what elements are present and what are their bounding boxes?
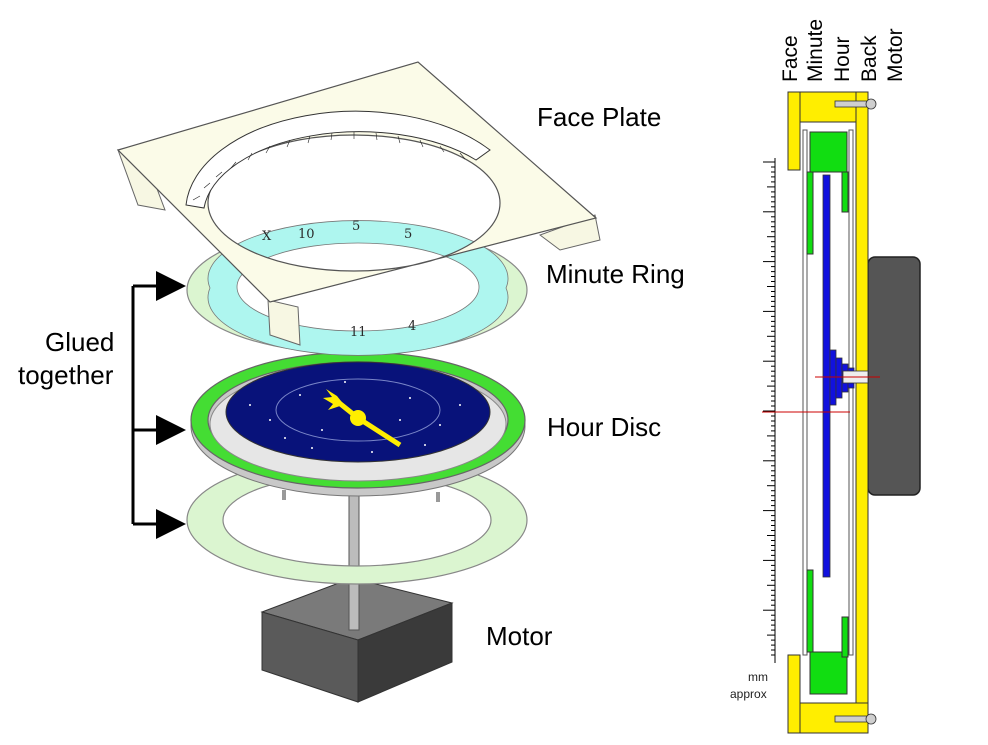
sun-hand xyxy=(323,389,402,448)
header-minute: Minute xyxy=(804,19,827,82)
header-back: Back xyxy=(858,35,881,82)
ruler-unit-approx: approx xyxy=(730,687,767,701)
label-motor: Motor xyxy=(486,621,553,651)
dial-numeral: 11 xyxy=(350,325,367,340)
header-hour: Hour xyxy=(831,36,854,82)
label-minute-ring: Minute Ring xyxy=(546,259,685,289)
header-face: Face xyxy=(779,35,802,82)
dial-numeral: 5 xyxy=(352,219,360,234)
screw xyxy=(834,98,877,110)
dial-numeral: X xyxy=(262,229,272,244)
dial-numeral: 5 xyxy=(404,227,412,242)
spindle xyxy=(348,484,360,631)
dial-numeral: 10 xyxy=(298,227,315,242)
section-minute-ring xyxy=(806,131,849,695)
label-glued-line2: together xyxy=(18,360,114,390)
face-plate-scale xyxy=(185,110,491,209)
label-face-plate: Face Plate xyxy=(537,102,661,132)
motor-block xyxy=(260,577,454,703)
minute-ring: X 5 10 5 11 4 xyxy=(186,219,528,356)
guide-lines xyxy=(762,376,880,413)
hour-disc-assembly xyxy=(190,351,526,497)
star-field xyxy=(249,381,461,453)
screw xyxy=(834,713,877,725)
ruler-unit-mm: mm xyxy=(748,670,768,684)
mm-ruler xyxy=(763,158,776,663)
section-motor xyxy=(867,256,921,496)
header-motor: Motor xyxy=(884,28,907,82)
label-hour-disc: Hour Disc xyxy=(547,412,661,442)
glued-bracket xyxy=(131,271,186,539)
face-plate xyxy=(116,61,601,346)
label-glued-line1: Glued xyxy=(45,327,114,357)
dial-numeral: 4 xyxy=(408,319,416,334)
